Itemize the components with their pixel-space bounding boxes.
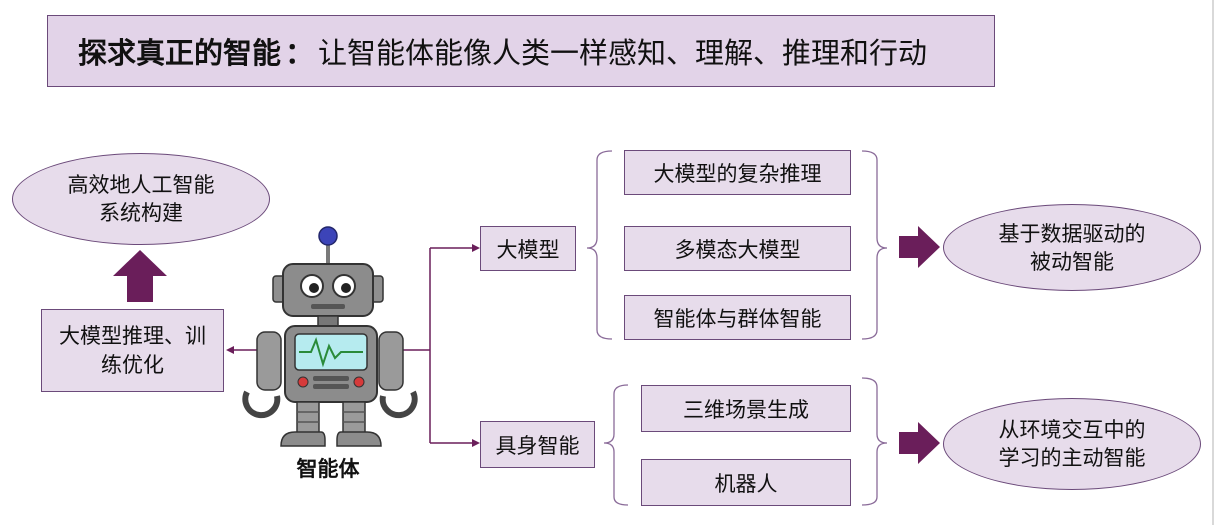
result-line-2: 学习的主动智能 bbox=[998, 446, 1146, 470]
branch-embodied: 具身智能 bbox=[480, 421, 595, 468]
right-arrow-icon bbox=[899, 422, 940, 464]
robot-label: 智能体 bbox=[296, 457, 360, 481]
right-arrow-icon bbox=[899, 226, 940, 268]
brace-right-1 bbox=[861, 150, 888, 340]
result-passive-intelligence: 基于数据驱动的 被动智能 bbox=[943, 204, 1201, 291]
box-line-1: 大模型推理、训 bbox=[59, 323, 206, 348]
title-bold: 探求真正的智能 bbox=[78, 36, 282, 70]
page-title: 探求真正的智能 ： 让智能体能像人类一样感知、理解、推理和行动 bbox=[47, 15, 995, 87]
training-optimization-box: 大模型推理、训 练优化 bbox=[41, 309, 224, 392]
leaf-agent-swarm: 智能体与群体智能 bbox=[624, 295, 851, 340]
branch-label: 大模型 bbox=[496, 237, 560, 262]
branch-label: 具身智能 bbox=[495, 433, 580, 458]
leaf-label: 多模态大模型 bbox=[674, 237, 801, 262]
title-colon: ： bbox=[285, 36, 315, 70]
brace-right-2 bbox=[861, 377, 888, 506]
jushen-arrowhead-icon bbox=[472, 439, 480, 447]
brace-left-2 bbox=[603, 384, 629, 506]
brace-left-1 bbox=[586, 150, 613, 340]
branch-large-model: 大模型 bbox=[480, 226, 576, 271]
result-line-2: 被动智能 bbox=[1030, 249, 1114, 274]
efficient-ai-ellipse: 高效地人工智能 系统构建 bbox=[12, 153, 270, 245]
right-divider bbox=[1212, 0, 1214, 525]
leaf-multimodal-model: 多模态大模型 bbox=[624, 226, 851, 271]
up-arrow-icon bbox=[113, 250, 167, 302]
result-line-1: 基于数据驱动的 bbox=[998, 221, 1146, 246]
title-rest: 让智能体能像人类一样感知、理解、推理和行动 bbox=[318, 36, 928, 70]
leaf-label: 三维场景生成 bbox=[683, 397, 809, 422]
leaf-robot: 机器人 bbox=[641, 459, 851, 506]
leaf-label: 智能体与群体智能 bbox=[653, 306, 822, 331]
damoxing-arrowhead-icon bbox=[472, 244, 480, 252]
leaf-complex-reasoning: 大模型的复杂推理 bbox=[624, 150, 851, 195]
leaf-label: 大模型的复杂推理 bbox=[653, 161, 822, 186]
leaf-label: 机器人 bbox=[714, 471, 778, 496]
robot-icon bbox=[242, 226, 418, 447]
ellipse-line-1: 高效地人工智能 bbox=[67, 173, 215, 197]
result-active-intelligence: 从环境交互中的 学习的主动智能 bbox=[943, 398, 1201, 490]
box-line-2: 练优化 bbox=[101, 352, 164, 377]
leaf-3d-scene: 三维场景生成 bbox=[641, 385, 851, 432]
ellipse-line-2: 系统构建 bbox=[99, 201, 183, 225]
result-line-1: 从环境交互中的 bbox=[998, 418, 1146, 442]
left-arrowhead-icon bbox=[226, 346, 234, 354]
